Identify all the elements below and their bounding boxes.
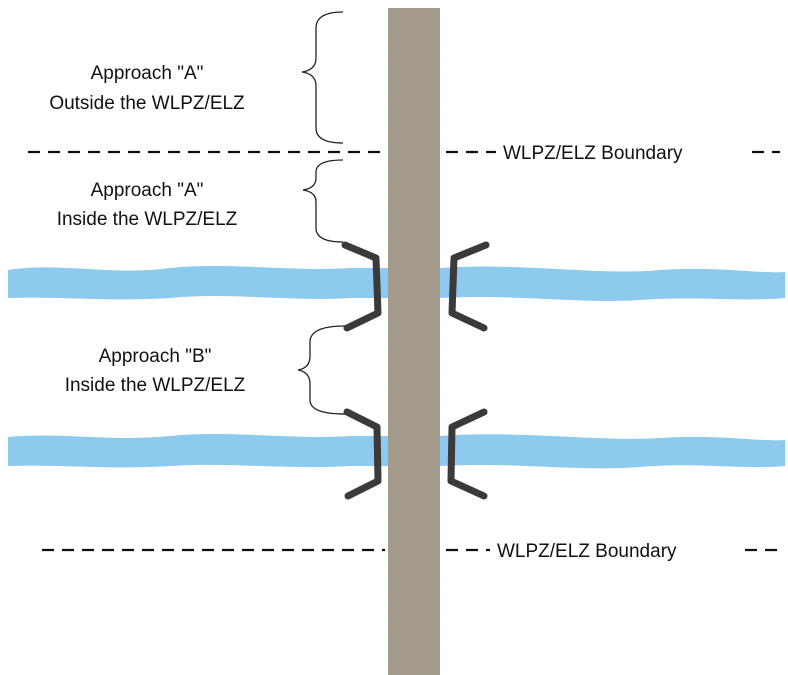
- brace-approach-a-inside: [302, 159, 344, 243]
- zone-title: Approach "A": [91, 63, 204, 84]
- boundary-label-lower: WLPZ/ELZ Boundary: [497, 541, 677, 562]
- road: [388, 8, 440, 675]
- crossing-lower-right-bracket: [447, 408, 488, 500]
- zone-subtitle: Outside the WLPZ/ELZ: [49, 93, 245, 114]
- crossing-upper-right-bracket: [448, 241, 490, 332]
- zone-label-approach-b-inside: Approach "B" Inside the WLPZ/ELZ: [65, 346, 246, 396]
- zone-subtitle: Inside the WLPZ/ELZ: [65, 375, 246, 396]
- zone-title: Approach "A": [91, 180, 204, 201]
- zone-label-approach-a-outside: Approach "A" Outside the WLPZ/ELZ: [49, 63, 245, 114]
- crossing-lower-left-bracket: [343, 408, 382, 500]
- zone-label-approach-a-inside: Approach "A" Inside the WLPZ/ELZ: [57, 180, 238, 230]
- zone-title: Approach "B": [99, 346, 212, 367]
- brace-approach-b-inside: [297, 325, 346, 415]
- crossing-upper-left-bracket: [341, 241, 382, 332]
- zone-subtitle: Inside the WLPZ/ELZ: [57, 209, 238, 230]
- boundary-label-upper: WLPZ/ELZ Boundary: [503, 143, 683, 164]
- brace-approach-a-outside: [301, 11, 344, 144]
